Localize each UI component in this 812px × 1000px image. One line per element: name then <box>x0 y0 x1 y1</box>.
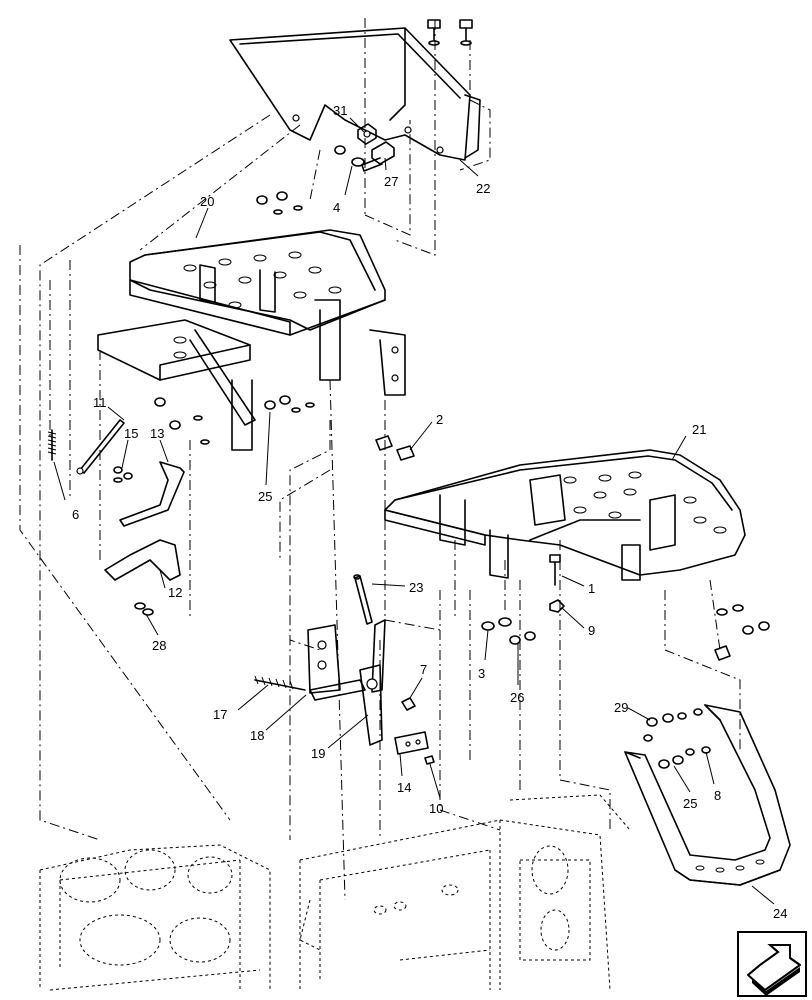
callout-3: 3 <box>478 666 485 681</box>
callout-20: 20 <box>200 194 214 209</box>
callout-4: 4 <box>333 200 340 215</box>
callout-26: 26 <box>510 690 524 705</box>
callout-11: 11 <box>93 395 107 410</box>
engine-phantom-left <box>39 844 271 991</box>
callout-21: 21 <box>692 422 706 437</box>
callout-8: 8 <box>714 788 721 803</box>
callout-12: 12 <box>168 585 182 600</box>
callout-1: 1 <box>588 581 595 596</box>
bolts-near-part-20 <box>154 191 315 445</box>
callout-22: 22 <box>476 181 490 196</box>
page-forward-arrow-icon[interactable] <box>737 931 807 997</box>
callout-28: 28 <box>152 638 166 653</box>
callout-19: 19 <box>311 746 325 761</box>
callout-9: 9 <box>588 623 595 638</box>
clips-part-2 <box>375 435 415 461</box>
callout-7: 7 <box>420 662 427 677</box>
fasteners-right-1-9-3-26 <box>481 554 770 661</box>
callout-29: 29 <box>614 700 628 715</box>
right-platform-part-21 <box>384 449 746 581</box>
callout-10: 10 <box>429 801 443 816</box>
assembly-guide-lines <box>19 18 741 901</box>
pin-part-23 <box>353 574 373 625</box>
callout-labels: 31 27 4 22 20 11 15 13 6 12 28 25 2 21 2… <box>72 103 787 921</box>
callout-31: 31 <box>333 103 347 118</box>
leader-lines <box>53 117 775 905</box>
callout-6: 6 <box>72 507 79 522</box>
callout-27: 27 <box>384 174 398 189</box>
callout-25-left: 25 <box>258 489 272 504</box>
callout-18: 18 <box>250 728 264 743</box>
callout-14: 14 <box>397 780 411 795</box>
callout-17: 17 <box>213 707 227 722</box>
transmission-housing-phantom <box>299 794 631 991</box>
bracket-part-24 <box>624 704 791 886</box>
top-bolts <box>427 19 473 46</box>
callout-23: 23 <box>409 580 423 595</box>
callout-13: 13 <box>150 426 164 441</box>
callout-2: 2 <box>436 412 443 427</box>
callout-24: 24 <box>773 906 787 921</box>
left-platform-part-20 <box>97 229 406 451</box>
top-shield-part-22 <box>229 27 481 161</box>
pedal-assembly <box>254 619 435 765</box>
callout-15: 15 <box>124 426 138 441</box>
callout-25-right: 25 <box>683 796 697 811</box>
fasteners-27-31-4 <box>334 123 395 172</box>
linkage-left-parts <box>47 419 185 616</box>
